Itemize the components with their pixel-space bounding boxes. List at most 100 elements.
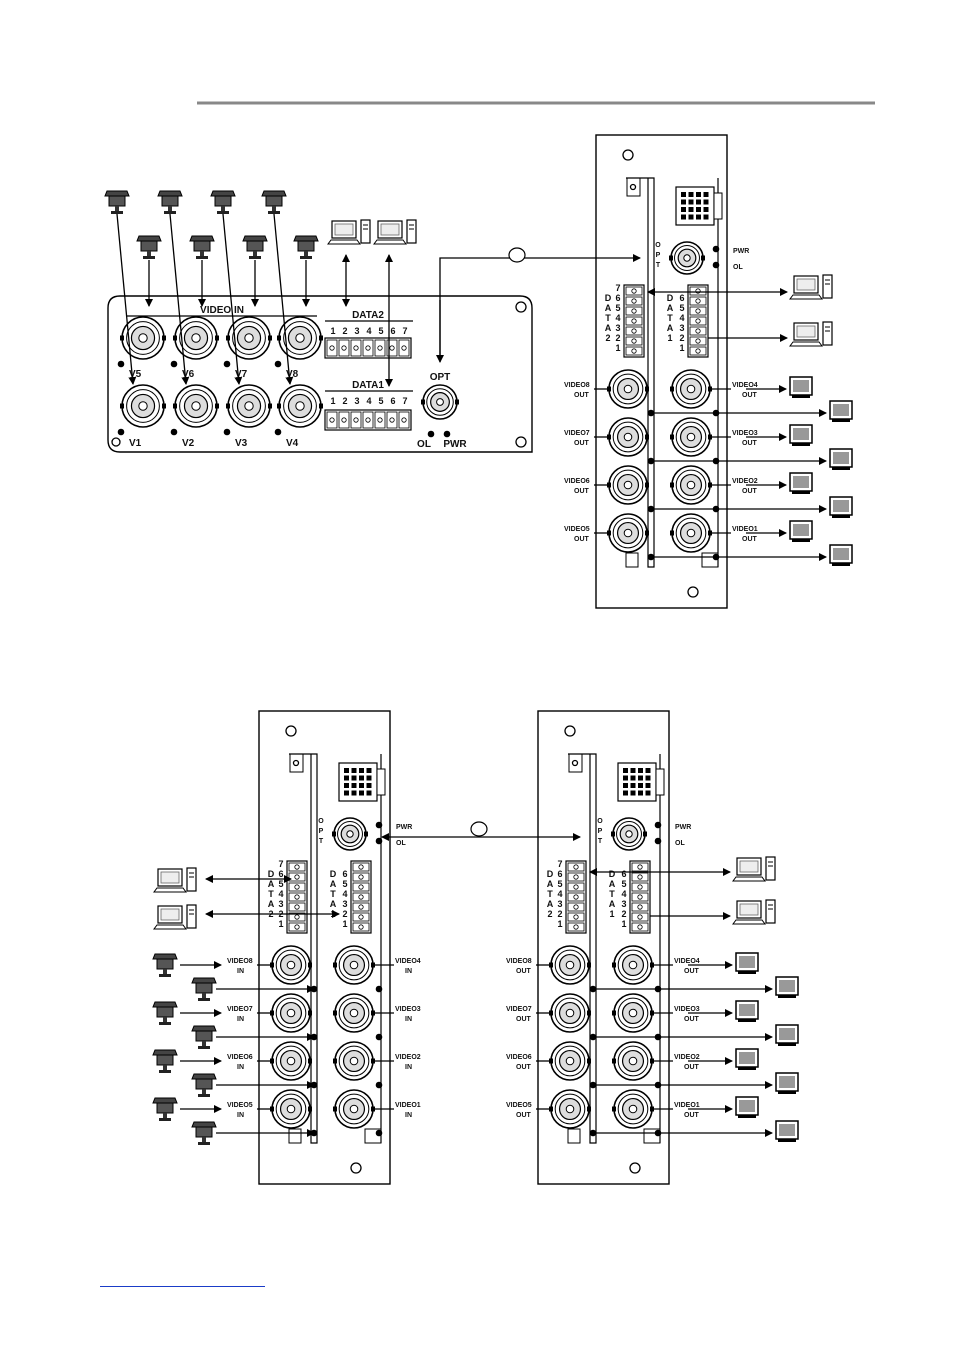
- fiber-coil: [508, 247, 526, 263]
- terminal-screw: [365, 417, 371, 423]
- computer-tower: [186, 904, 197, 929]
- monitor-screen: [793, 476, 809, 488]
- monitor-base: [738, 1019, 756, 1022]
- channel-label: V4: [286, 438, 299, 449]
- monitor-icon: [789, 520, 813, 542]
- camera-body: [195, 1078, 213, 1090]
- left-io-label: IN: [237, 968, 244, 975]
- camera-hood: [152, 1097, 178, 1104]
- bnc-pin: [623, 432, 633, 442]
- right-video-label: VIDEO1: [395, 1102, 421, 1109]
- computer-screen: [739, 860, 759, 873]
- mounting-hole: [515, 436, 527, 448]
- connector-pin: [703, 199, 709, 205]
- bnc-ring: [554, 1093, 586, 1125]
- bnc-ring: [554, 997, 586, 1029]
- bnc-video-in-bottom: [226, 384, 272, 428]
- bnc-lug: [270, 962, 274, 968]
- bnc-pin: [628, 960, 638, 970]
- camera-icon: [189, 235, 215, 259]
- bnc-lug: [670, 386, 674, 392]
- power-connector: [675, 186, 723, 226]
- channel-label: V2: [182, 438, 195, 449]
- camera-body: [297, 240, 315, 252]
- camera-base: [159, 974, 171, 977]
- computer-icon: [732, 899, 776, 925]
- connector-pin: [359, 768, 364, 773]
- rail-hole: [629, 183, 637, 191]
- bnc-pin: [623, 480, 633, 490]
- computer-tower: [360, 219, 371, 244]
- connector-pin: [366, 783, 372, 788]
- bnc-ring: [554, 1045, 586, 1077]
- data2-letter: D: [605, 293, 612, 303]
- connector-pin: [688, 192, 694, 197]
- data2-letter: 2: [605, 333, 610, 343]
- connector-pin: [681, 192, 686, 197]
- bnc-pin: [349, 960, 359, 970]
- monitor-icon: [789, 424, 813, 446]
- junction-dot: [274, 360, 282, 368]
- bnc-left: [270, 1089, 312, 1129]
- terminal-screw: [358, 914, 364, 920]
- camera-body: [246, 240, 264, 252]
- pin-number: 1: [330, 326, 335, 336]
- bnc-lug: [226, 403, 230, 409]
- monitor-icon: [735, 1048, 759, 1070]
- bnc-ring: [612, 517, 644, 549]
- terminal-screw: [573, 904, 579, 910]
- right-io-label: OUT: [684, 968, 700, 975]
- pin-number: 3: [621, 899, 626, 909]
- camera-icon: [242, 235, 268, 259]
- camera-icon: [152, 1097, 178, 1121]
- camera-body: [156, 1054, 174, 1066]
- mounting-hole: [622, 149, 634, 161]
- bnc-lug: [162, 403, 166, 409]
- bnc-lug: [364, 831, 368, 837]
- opt-letter: T: [656, 262, 661, 269]
- connector-pin: [696, 207, 701, 212]
- pin-number: 1: [330, 396, 335, 406]
- connector-pin: [366, 775, 372, 781]
- connector-pin: [630, 790, 636, 796]
- camera-icon: [136, 235, 162, 259]
- bnc-left: [549, 993, 591, 1033]
- camera-feed-arrow: [222, 213, 243, 385]
- camera-hood: [104, 190, 130, 197]
- data1-letter: T: [330, 889, 336, 899]
- terminal-screw: [358, 874, 364, 880]
- connector-pin: [638, 768, 643, 773]
- data2-letter: A: [268, 899, 275, 909]
- card-3-out: OPTPWROLDATA27654321DATA1654321VIDEO8OUT…: [506, 710, 700, 1185]
- pin-number: 1: [679, 343, 684, 353]
- bnc-pin: [244, 401, 254, 411]
- bnc-ring: [674, 245, 700, 271]
- bnc-lug: [277, 403, 281, 409]
- bnc-pin: [349, 1056, 359, 1066]
- camera-body: [195, 1030, 213, 1042]
- camera-icon: [191, 977, 217, 1001]
- opt-letter: O: [597, 818, 603, 825]
- terminal-screw: [631, 328, 637, 334]
- connector-pin: [359, 783, 364, 788]
- terminal-screw: [389, 345, 395, 351]
- monitor-base: [738, 971, 756, 974]
- camera-base: [196, 256, 208, 259]
- camera-base: [198, 1046, 210, 1049]
- right-io-label: OUT: [684, 1064, 700, 1071]
- card-outline: [537, 710, 670, 1185]
- monitor-screen: [833, 500, 849, 512]
- terminal-screw: [389, 417, 395, 423]
- pin-number: 2: [621, 909, 626, 919]
- bnc-ring: [337, 821, 363, 847]
- monitor-screen: [779, 1076, 795, 1088]
- computer-tower: [406, 219, 417, 244]
- bnc-left: [607, 465, 649, 505]
- camera-mount: [163, 1017, 167, 1022]
- mounting-hole: [350, 1162, 362, 1174]
- pin-number: 2: [557, 909, 562, 919]
- camera-mount: [304, 251, 308, 256]
- pin-number: 7: [402, 326, 407, 336]
- footer-link[interactable]: [100, 1270, 265, 1287]
- monitor-screen: [739, 1100, 755, 1112]
